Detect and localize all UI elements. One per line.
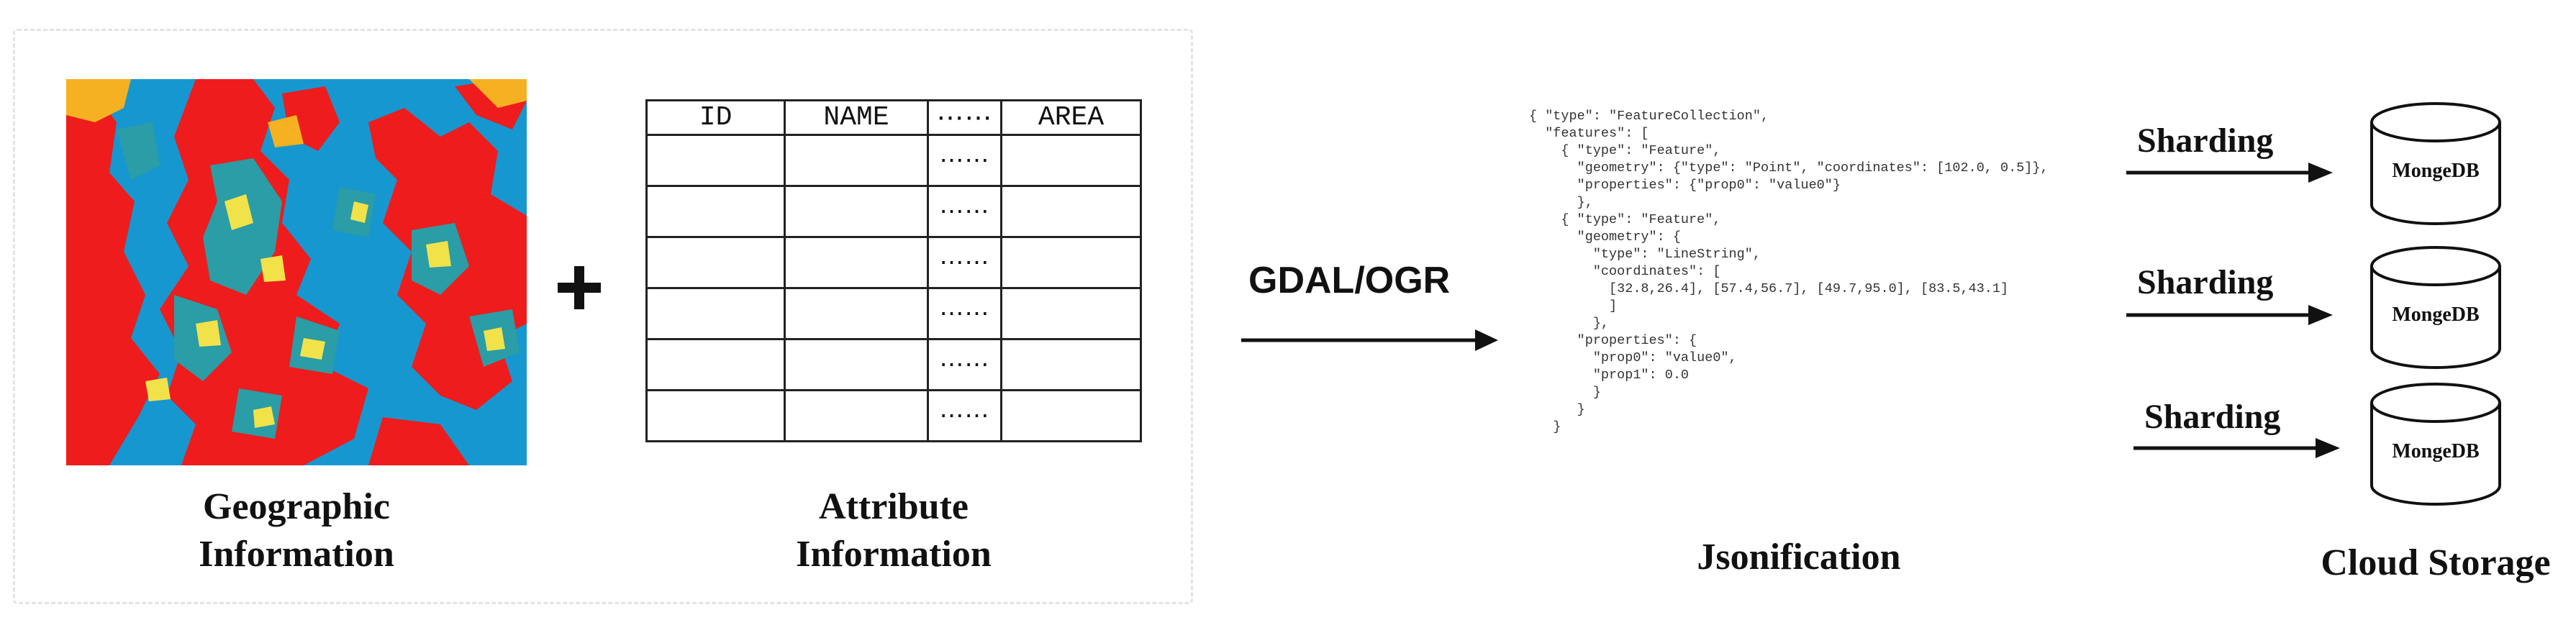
sharding-label: Sharding	[2137, 122, 2274, 160]
attribute-table: ID NAME ⋯⋯ AREA ⋯⋯ ⋯⋯ ⋯⋯ ⋯⋯ ⋯⋯ ⋯⋯	[645, 99, 1142, 442]
table-cell	[1000, 389, 1142, 442]
input-data-frame	[13, 29, 1193, 604]
table-cell	[645, 389, 786, 442]
sharding-arrow	[2126, 163, 2333, 183]
caption-line: Geographic	[203, 486, 390, 527]
caption-line: Information	[796, 534, 992, 575]
sharding-label: Sharding	[2144, 398, 2281, 436]
sharding-arrow	[2133, 438, 2340, 458]
database-label: MongeDB	[2392, 440, 2480, 462]
database-label: MongeDB	[2392, 160, 2480, 182]
table-cell: ⋯⋯	[926, 185, 1003, 238]
gdal-ogr-label: GDAL/OGR	[1248, 260, 1451, 301]
table-row: ⋯⋯	[645, 236, 1142, 289]
table-cell	[784, 389, 929, 442]
table-cell: ⋯⋯	[926, 338, 1003, 391]
header-id: ID	[645, 99, 786, 136]
table-cell	[645, 236, 786, 289]
table-cell	[1000, 338, 1142, 391]
table-cell	[784, 236, 929, 289]
plus-icon	[558, 266, 601, 309]
sharding-label: Sharding	[2137, 263, 2274, 301]
table-cell	[1000, 236, 1142, 289]
table-cell	[784, 287, 929, 340]
database-icon	[2370, 102, 2501, 225]
database-icon	[2370, 383, 2501, 506]
sharding-arrow	[2126, 305, 2333, 325]
table-cell: ⋯⋯	[926, 236, 1003, 289]
attribute-information-caption: Attribute Information	[750, 483, 1038, 578]
table-cell	[645, 287, 786, 340]
table-cell: ⋯⋯	[926, 287, 1003, 340]
gdal-arrow	[1241, 329, 1498, 351]
table-cell	[784, 134, 929, 187]
table-cell	[784, 185, 929, 238]
table-cell	[1000, 287, 1142, 340]
geojson-text: { "type": "FeatureCollection", "features…	[1529, 109, 2049, 434]
table-cell	[645, 338, 786, 391]
table-cell	[1000, 185, 1142, 238]
table-cell	[645, 134, 786, 187]
table-cell	[784, 338, 929, 391]
table-row: ⋯⋯	[645, 389, 1142, 442]
header-area: AREA	[1000, 99, 1142, 136]
table-cell: ⋯⋯	[926, 389, 1003, 442]
database-label: MongeDB	[2392, 304, 2480, 326]
cloud-storage-caption: Cloud Storage	[2321, 542, 2551, 583]
header-ellipsis: ⋯⋯	[926, 99, 1003, 136]
table-row: ⋯⋯	[645, 185, 1142, 238]
geographic-information-caption: Geographic Information	[153, 483, 440, 578]
geographic-map-image	[66, 79, 527, 465]
raster-map-graphic	[66, 79, 527, 465]
table-cell	[1000, 134, 1142, 187]
database-icon	[2370, 246, 2501, 369]
header-name: NAME	[784, 99, 929, 136]
table-row: ⋯⋯	[645, 287, 1142, 340]
jsonification-caption: Jsonification	[1697, 537, 1901, 578]
table-row: ⋯⋯	[645, 134, 1142, 187]
table-cell	[645, 185, 786, 238]
table-row: ⋯⋯	[645, 338, 1142, 391]
table-cell: ⋯⋯	[926, 134, 1003, 187]
caption-line: Attribute	[819, 486, 969, 527]
caption-line: Information	[199, 534, 394, 575]
table-header-row: ID NAME ⋯⋯ AREA	[645, 99, 1142, 136]
